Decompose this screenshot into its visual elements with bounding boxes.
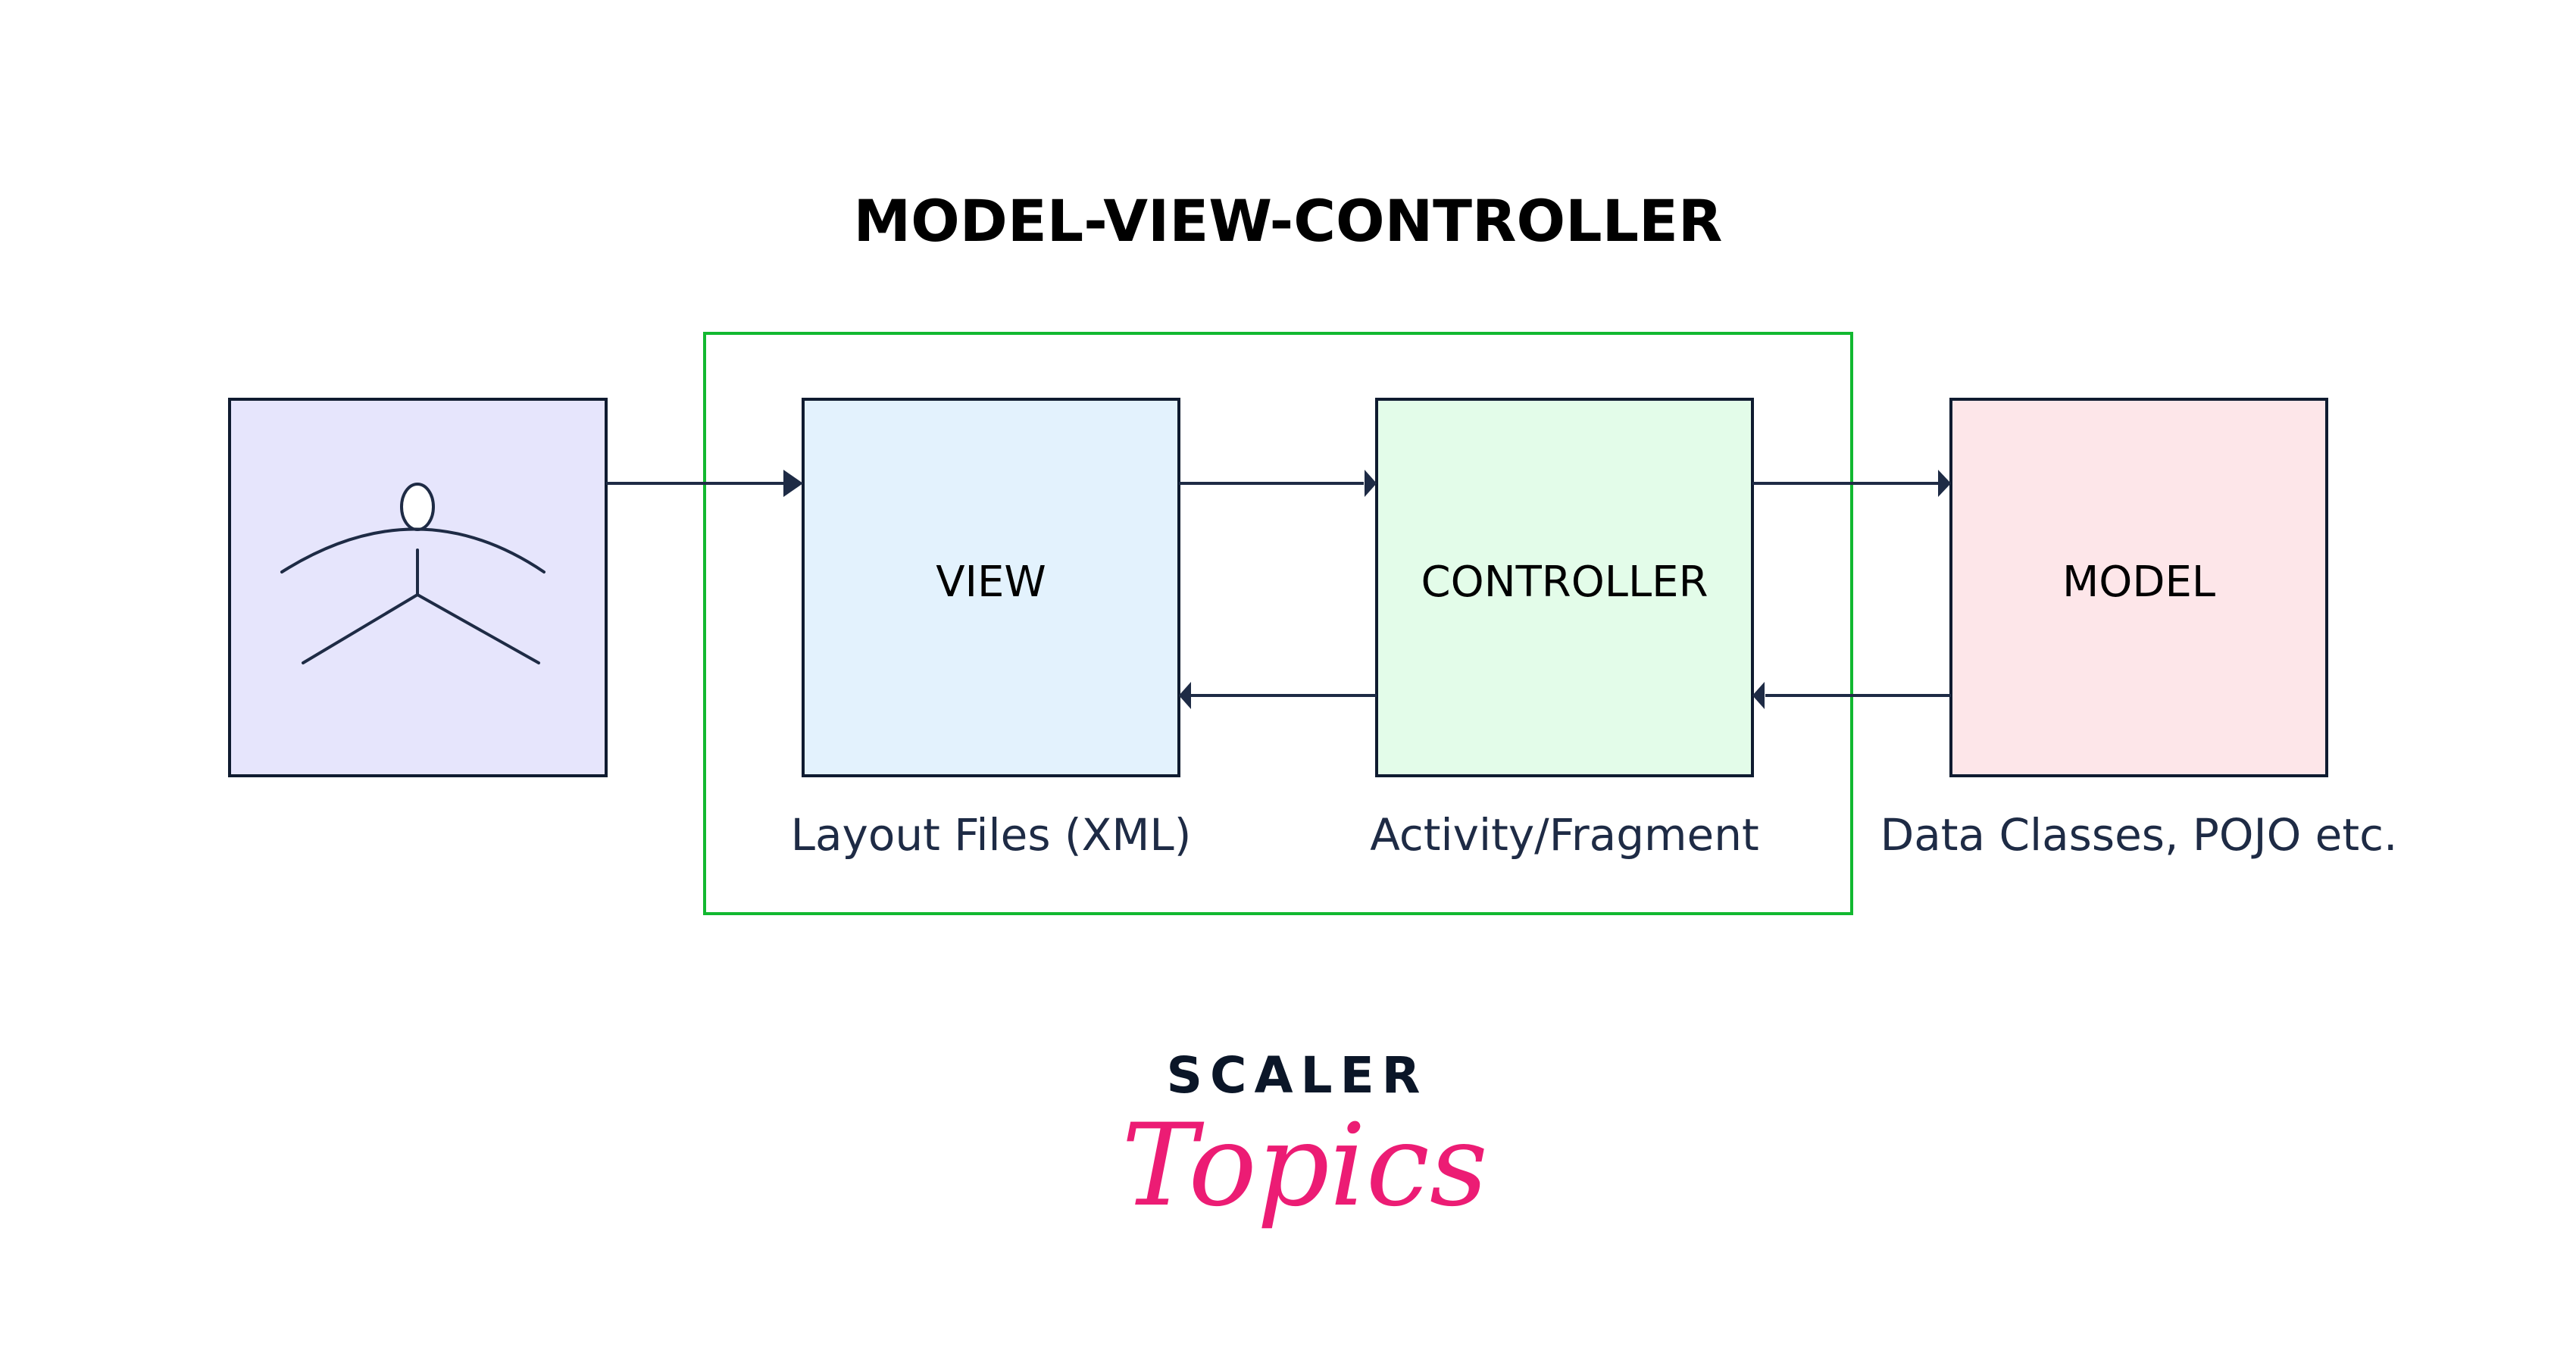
view-label: VIEW bbox=[936, 558, 1046, 607]
arrowhead-controller-to-model bbox=[1938, 470, 1951, 497]
model-node: MODEL Data Classes, POJO etc. bbox=[1880, 398, 2398, 861]
controller-node: CONTROLLER Activity/Fragment bbox=[1370, 398, 1759, 861]
arrowhead-controller-to-view bbox=[1179, 682, 1191, 709]
controller-caption: Activity/Fragment bbox=[1370, 809, 1758, 861]
view-box bbox=[802, 398, 1180, 777]
user-stick-figure-icon bbox=[280, 483, 546, 664]
diagram-title: MODEL-VIEW-CONTROLLER bbox=[854, 187, 1723, 255]
actor-node bbox=[228, 398, 608, 777]
logo-brand-text: SCALER bbox=[1166, 1046, 1427, 1105]
actor-box bbox=[228, 398, 608, 777]
view-node: VIEW Layout Files (XML) bbox=[791, 398, 1192, 861]
scaler-topics-logo: SCALER Topics bbox=[1121, 1046, 1488, 1232]
model-label: MODEL bbox=[2062, 558, 2215, 607]
controller-label: CONTROLLER bbox=[1421, 558, 1708, 607]
arrowhead-view-to-controller bbox=[1365, 470, 1377, 497]
controller-box bbox=[1375, 398, 1754, 777]
arrowhead-model-to-controller bbox=[1752, 682, 1765, 709]
model-box bbox=[1949, 398, 2328, 777]
logo-script-text: Topics bbox=[1121, 1100, 1488, 1232]
model-caption: Data Classes, POJO etc. bbox=[1880, 809, 2398, 861]
arrowhead-actor-to-view bbox=[783, 470, 803, 497]
view-caption: Layout Files (XML) bbox=[791, 809, 1192, 861]
app-layer-frame bbox=[703, 332, 1853, 915]
